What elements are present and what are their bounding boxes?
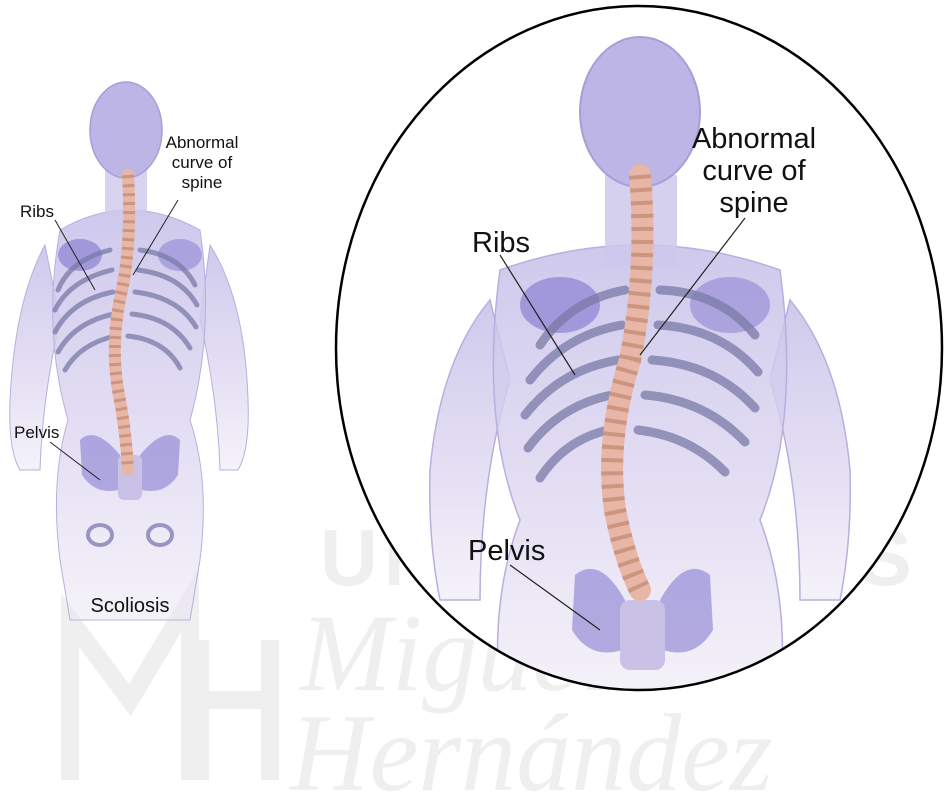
left-label-abnormal-3: spine bbox=[182, 173, 223, 192]
left-label-ribs: Ribs bbox=[20, 202, 54, 221]
left-label-pelvis: Pelvis bbox=[14, 423, 59, 442]
left-label-abnormal-1: Abnormal bbox=[166, 133, 239, 152]
zoom-label-pelvis: Pelvis bbox=[468, 535, 545, 567]
zoom-label-ribs: Ribs bbox=[472, 227, 530, 259]
zoom-label-abnormal-3: spine bbox=[719, 187, 788, 219]
watermark-logo bbox=[70, 600, 270, 780]
left-label-abnormal-2: curve of bbox=[172, 153, 233, 172]
left-caption-scoliosis: Scoliosis bbox=[91, 595, 170, 617]
watermark-line3: Hernández bbox=[288, 692, 773, 805]
left-head bbox=[90, 82, 162, 178]
zoom-label-abnormal-1: Abnormal bbox=[692, 123, 816, 155]
left-figure: Abnormal curve of spine Ribs Pelvis Scol… bbox=[10, 82, 249, 620]
zoom-label-abnormal-2: curve of bbox=[702, 155, 806, 187]
